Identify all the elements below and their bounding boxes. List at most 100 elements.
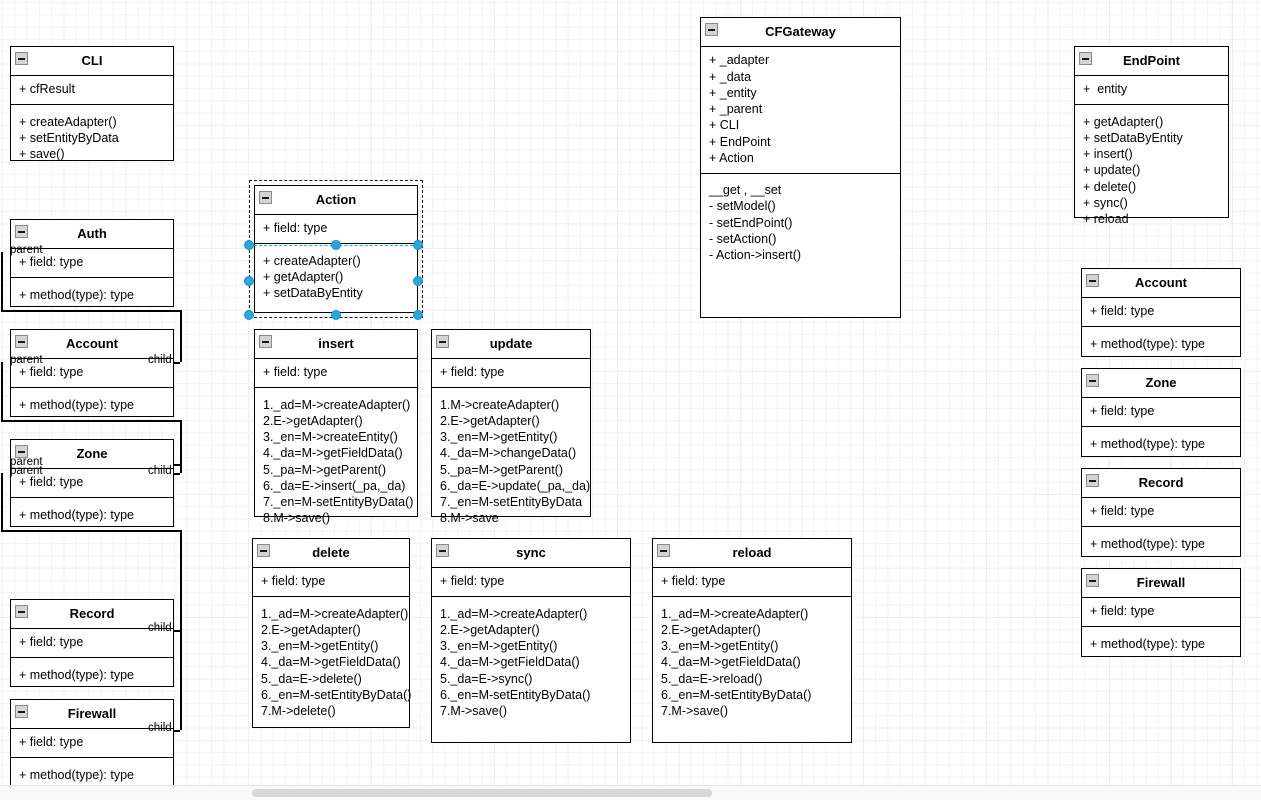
class-attributes-section: + field: type xyxy=(653,568,851,598)
collapse-minus-icon[interactable] xyxy=(1086,374,1099,387)
collapse-minus-icon[interactable] xyxy=(436,335,449,348)
horizontal-scrollbar-thumb[interactable] xyxy=(252,789,712,797)
method-line: + save() xyxy=(19,147,65,162)
collapse-minus-icon[interactable] xyxy=(436,544,449,557)
uml-class-record-left[interactable]: Record+ field: type+ method(type): type xyxy=(10,599,174,687)
uml-class-firewall-left[interactable]: Firewall+ field: type+ method(type): typ… xyxy=(10,699,174,787)
collapse-minus-icon[interactable] xyxy=(1079,52,1092,65)
class-title-bar: Auth xyxy=(11,220,173,249)
class-name: Zone xyxy=(76,446,108,461)
resize-handle-6[interactable] xyxy=(331,310,341,320)
method-line: 7._en=M-setEntityByData xyxy=(440,495,583,510)
class-name: reload xyxy=(732,545,772,560)
edge-label-account-parent: parent xyxy=(10,354,43,366)
collapse-minus-icon[interactable] xyxy=(259,335,272,348)
collapse-minus-icon[interactable] xyxy=(15,445,28,458)
method-line: 8.M->save() xyxy=(263,511,331,526)
uml-class-cfgateway[interactable]: CFGateway+ _adapter+ _data+ _entity+ _pa… xyxy=(700,17,901,318)
edge-label-firewall-child: child xyxy=(148,722,172,734)
connector-line[interactable] xyxy=(1,362,3,422)
collapse-minus-icon[interactable] xyxy=(257,544,270,557)
resize-handle-2[interactable] xyxy=(413,240,423,250)
connector-line[interactable] xyxy=(1,473,3,531)
method-line: 1._ad=M->createAdapter() xyxy=(263,397,411,412)
class-attributes-section: + field: type xyxy=(1082,398,1240,428)
class-attributes-section: + _adapter+ _data+ _entity+ _parent+ CLI… xyxy=(701,47,900,174)
uml-class-zone-right[interactable]: Zone+ field: type+ method(type): type xyxy=(1081,368,1241,457)
collapse-minus-icon[interactable] xyxy=(1086,474,1099,487)
attribute-line: + field: type xyxy=(440,365,505,380)
connector-line[interactable] xyxy=(180,310,182,362)
uml-class-firewall-right[interactable]: Firewall+ field: type+ method(type): typ… xyxy=(1081,568,1241,657)
class-title-bar: Account xyxy=(11,330,173,359)
class-name: Account xyxy=(1135,275,1187,290)
class-name: CLI xyxy=(81,53,103,68)
connector-line[interactable] xyxy=(180,420,182,473)
class-attributes-section: + field: type xyxy=(11,729,173,759)
method-line: 7._en=M-setEntityByData() xyxy=(263,495,414,510)
class-methods-section: + method(type): type xyxy=(11,388,173,419)
method-line: + delete() xyxy=(1083,179,1137,194)
collapse-minus-icon[interactable] xyxy=(657,544,670,557)
method-line: 3._en=M->createEntity() xyxy=(263,430,398,445)
collapse-minus-icon[interactable] xyxy=(705,23,718,36)
attribute-line: + field: type xyxy=(661,574,726,589)
class-methods-section: 1._ad=M->createAdapter()2.E->getAdapter(… xyxy=(253,597,411,726)
method-line: __get , __set xyxy=(709,183,782,198)
connector-line[interactable] xyxy=(1,252,3,312)
class-title-bar: CFGateway xyxy=(701,18,900,47)
attribute-line: + cfResult xyxy=(19,82,75,97)
method-line: + method(type): type xyxy=(19,397,134,412)
resize-handle-5[interactable] xyxy=(244,310,254,320)
method-line: 5._pa=M->getParent() xyxy=(440,462,563,477)
resize-handle-0[interactable] xyxy=(244,240,254,250)
uml-class-insert[interactable]: insert+ field: type 1._ad=M->createAdapte… xyxy=(254,329,418,525)
class-title-bar: insert xyxy=(255,330,417,359)
uml-class-record-right[interactable]: Record+ field: type+ method(type): type xyxy=(1081,468,1241,557)
uml-class-auth[interactable]: Auth+ field: type+ method(type): type xyxy=(10,219,174,307)
method-line: 1.M->createAdapter() xyxy=(440,397,560,412)
uml-class-account-right[interactable]: Account+ field: type+ method(type): type xyxy=(1081,268,1241,357)
class-methods-section: + getAdapter()+ setDataByEntity+ insert(… xyxy=(1075,105,1228,234)
class-attributes-section: + field: type xyxy=(255,359,417,389)
class-methods-section: + method(type): type xyxy=(11,758,173,789)
method-line: 7.M->save() xyxy=(661,704,729,719)
collapse-minus-icon[interactable] xyxy=(15,52,28,65)
resize-handle-4[interactable] xyxy=(413,276,423,286)
collapse-minus-icon[interactable] xyxy=(15,225,28,238)
attribute-line: + field: type xyxy=(261,574,326,589)
uml-class-cli[interactable]: CLI+ cfResult+ createAdapter()+ setEntit… xyxy=(10,46,174,161)
method-line: - setAction() xyxy=(709,231,777,246)
connector-line[interactable] xyxy=(180,530,182,630)
uml-class-endpoint[interactable]: EndPoint+ entity+ getAdapter()+ setDataB… xyxy=(1074,46,1229,226)
class-name: update xyxy=(489,336,533,351)
class-methods-section: 1._ad=M->createAdapter()2.E->getAdapter(… xyxy=(653,597,851,726)
connector-line[interactable] xyxy=(1,310,181,312)
class-name: Account xyxy=(66,336,118,351)
horizontal-scrollbar-track[interactable] xyxy=(0,785,1261,800)
method-line: + update() xyxy=(1083,163,1141,178)
method-line: + createAdapter() xyxy=(19,114,117,129)
collapse-minus-icon[interactable] xyxy=(15,605,28,618)
connector-line[interactable] xyxy=(1,530,181,532)
collapse-minus-icon[interactable] xyxy=(15,705,28,718)
resize-handle-7[interactable] xyxy=(413,310,423,320)
collapse-minus-icon[interactable] xyxy=(1086,574,1099,587)
class-title-bar: Firewall xyxy=(11,700,173,729)
uml-class-action[interactable]: Action+ field: type+ createAdapter()+ ge… xyxy=(254,185,418,313)
connector-line[interactable] xyxy=(1,420,181,422)
collapse-minus-icon[interactable] xyxy=(15,335,28,348)
connector-line[interactable] xyxy=(180,630,182,730)
uml-class-account-left[interactable]: Account+ field: type+ method(type): type xyxy=(10,329,174,417)
resize-handle-3[interactable] xyxy=(244,276,254,286)
uml-class-reload[interactable]: reload + field: type 1._ad=M->createAdapte… xyxy=(652,538,852,743)
uml-class-zone-left[interactable]: Zone+ field: type+ method(type): type xyxy=(10,439,174,527)
class-name: sync xyxy=(516,545,546,560)
collapse-minus-icon[interactable] xyxy=(259,191,272,204)
resize-handle-1[interactable] xyxy=(331,240,341,250)
collapse-minus-icon[interactable] xyxy=(1086,274,1099,287)
